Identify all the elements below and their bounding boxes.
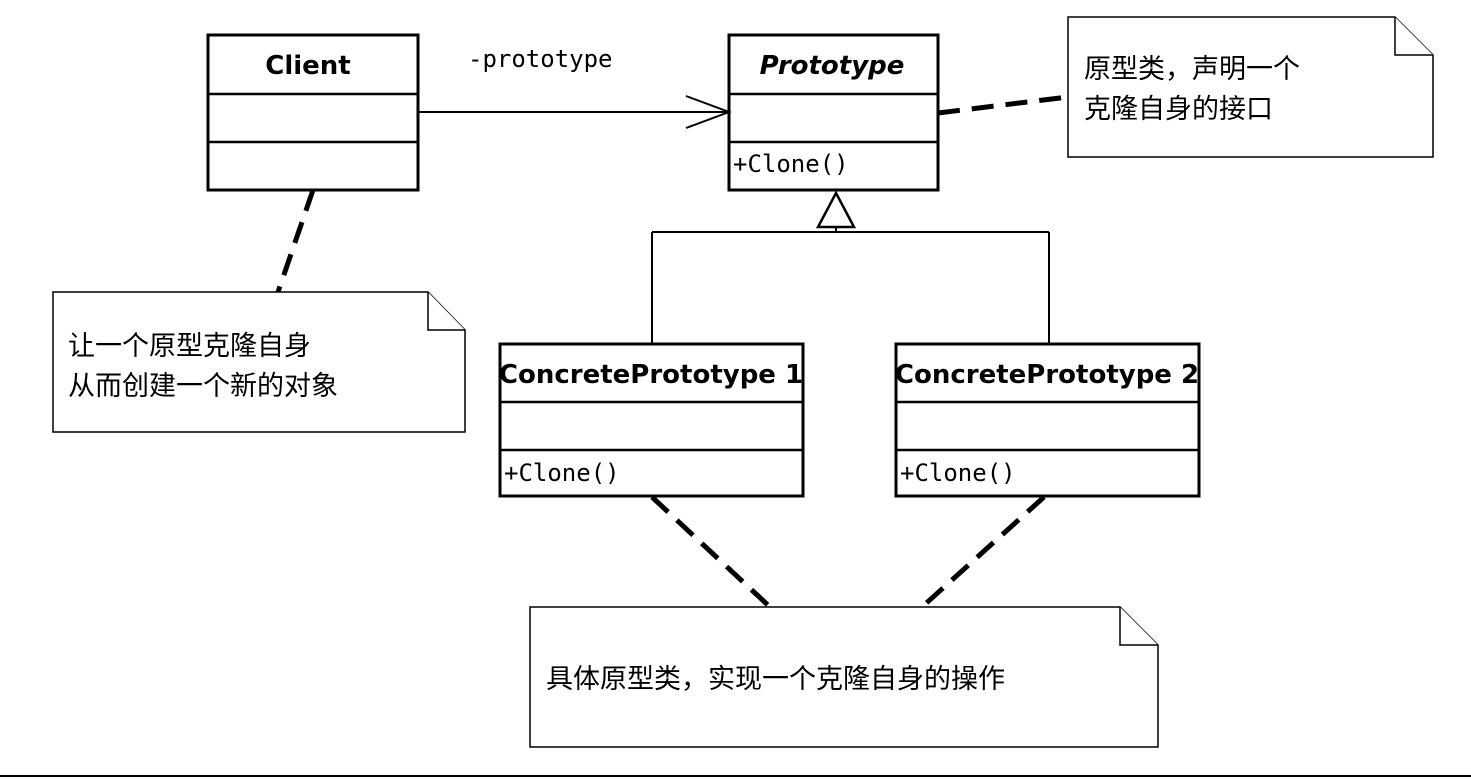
prototype-note-line-1: 原型类，声明一个 [1084,54,1300,85]
concrete-prototype-2-clone-method: +Clone() [900,459,1016,487]
concrete-prototype-2-class[interactable]: ConcretePrototype 2 +Clone() [894,342,1201,498]
concrete-note-line-1: 具体原型类，实现一个克隆自身的操作 [546,664,1005,695]
association-label: -prototype [468,45,613,73]
inheritance-triangle [815,190,857,229]
client-note-line-1: 让一个原型克隆自身 [68,331,311,362]
prototype-note-line-2: 克隆自身的接口 [1084,94,1273,125]
client-class-name: Client [265,51,350,81]
prototype-note-connector [937,94,1069,116]
client-note[interactable]: 让一个原型克隆自身 从而创建一个新的对象 [52,291,466,433]
concrete-note[interactable]: 具体原型类，实现一个克隆自身的操作 [529,606,1159,748]
prototype-class-name: Prototype [760,51,905,81]
association-arrow: -prototype [418,45,732,129]
concrete2-note-connector [920,495,1046,609]
concrete1-note-connector [650,495,772,609]
client-note-line-2: 从而创建一个新的对象 [68,371,338,402]
prototype-clone-method: +Clone() [733,150,849,178]
generalization-arrow [651,190,1050,344]
concrete-prototype-1-class[interactable]: ConcretePrototype 1 +Clone() [498,342,805,498]
concrete-prototype-1-clone-method: +Clone() [504,459,620,487]
concrete-prototype-1-name: ConcretePrototype 1 [499,360,803,390]
concrete-prototype-2-name: ConcretePrototype 2 [895,360,1199,390]
prototype-class[interactable]: Prototype +Clone() [727,33,940,192]
prototype-note[interactable]: 原型类，声明一个 克隆自身的接口 [1067,16,1434,158]
client-class[interactable]: Client [206,33,420,192]
client-note-connector [275,189,316,293]
